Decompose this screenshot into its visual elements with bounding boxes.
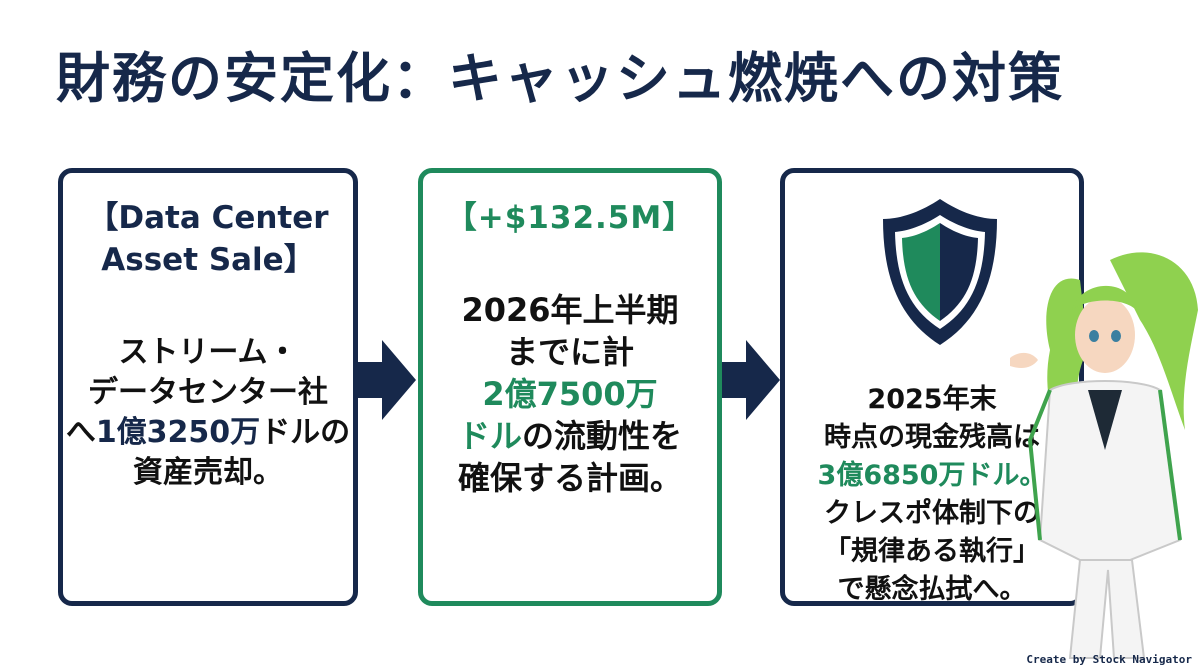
page-title: 財務の安定化：キャッシュ燃焼への対策 (56, 47, 1064, 110)
body-line: ストリーム・ (118, 335, 298, 370)
asset-sale-heading: 【Data Center Asset Sale】 (63, 197, 353, 281)
mascot-illustration (1010, 252, 1198, 659)
body-text: の流動性を (522, 417, 683, 455)
body-line: 資産売却。 (133, 455, 283, 490)
body-text: ドルの (260, 415, 351, 450)
body-line: 「規律ある執行」 (824, 536, 1040, 567)
credit-text: Create by Stock Navigator (1026, 653, 1192, 666)
shield-icon (883, 199, 997, 345)
body-line: データセンター社 (88, 375, 328, 410)
liquidity-body: 2026年上半期 までに計 2億7500万 ドルの流動性を 確保する計画。 (423, 289, 717, 499)
asset-sale-card: 【Data Center Asset Sale】 ストリーム・ データセンター社… (58, 168, 358, 606)
asset-sale-heading-line2: Asset Sale】 (101, 242, 315, 278)
cash-balance-body: 2025年末 時点の現金残高は 3億6850万ドル。 クレスポ体制下の 「規律あ… (785, 381, 1079, 609)
asset-sale-body: ストリーム・ データセンター社 へ1億3250万ドルの 資産売却。 (63, 333, 353, 493)
body-line: で懸念払拭へ。 (837, 574, 1027, 605)
body-line: 2026年上半期 (461, 291, 679, 329)
body-line: へ1億3250万ドルの (63, 413, 353, 453)
body-line: までに計 (505, 333, 634, 371)
body-line: 時点の現金残高は (824, 422, 1040, 453)
liquidity-card: 【+$132.5M】 2026年上半期 までに計 2億7500万 ドルの流動性を… (418, 168, 722, 606)
right-arrow-icon (358, 340, 416, 420)
asset-sale-heading-line1: 【Data Center (87, 200, 329, 236)
body-line: ドルの流動性を (423, 415, 717, 457)
body-text: へ (65, 415, 96, 450)
body-line: 2025年末 (867, 384, 997, 415)
sale-amount: 1億3250万 (95, 415, 261, 450)
cash-balance-amount: 3億6850万ドル。 (817, 460, 1047, 491)
liquidity-amount: 2億7500万 (482, 375, 658, 413)
right-arrow-icon (722, 340, 780, 420)
body-line: クレスポ体制下の (824, 498, 1040, 529)
liquidity-unit: ドル (457, 417, 522, 455)
body-line: 確保する計画。 (457, 459, 682, 497)
cash-balance-card: 2025年末 時点の現金残高は 3億6850万ドル。 クレスポ体制下の 「規律あ… (780, 168, 1084, 606)
liquidity-heading: 【+$132.5M】 (445, 200, 695, 236)
